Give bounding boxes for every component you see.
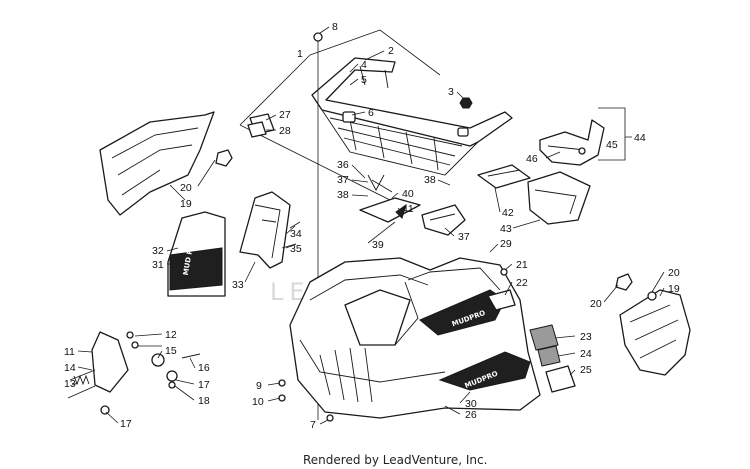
callout-28: 28 bbox=[279, 125, 291, 137]
callout-19b: 19 bbox=[668, 283, 680, 295]
callout-34: 34 bbox=[290, 228, 302, 240]
callout-46: 46 bbox=[526, 153, 538, 165]
callout-17: 17 bbox=[198, 379, 210, 391]
mounting-bracket bbox=[239, 191, 301, 269]
callout-14: 14 bbox=[64, 362, 76, 374]
left-side-panel bbox=[99, 111, 233, 216]
callout-11: 11 bbox=[64, 346, 75, 358]
callout-8: 8 bbox=[332, 21, 338, 33]
leader-lines bbox=[71, 26, 665, 425]
screw-7 bbox=[326, 414, 334, 422]
callout-31: 31 bbox=[152, 259, 164, 271]
callout-42: 42 bbox=[502, 207, 514, 219]
callout-39: 39 bbox=[372, 239, 384, 251]
callout-6: 6 bbox=[368, 107, 374, 119]
callout-20: 20 bbox=[180, 182, 192, 194]
front-rack bbox=[311, 57, 513, 176]
callout-19: 19 bbox=[180, 198, 192, 210]
decal-27-28 bbox=[247, 113, 275, 138]
callout-22: 22 bbox=[516, 277, 528, 289]
callout-33: 33 bbox=[232, 279, 244, 291]
callout-17b: 17 bbox=[120, 418, 132, 430]
nut-3 bbox=[459, 97, 473, 109]
callout-45: 45 bbox=[606, 139, 618, 151]
callout-18: 18 bbox=[198, 395, 210, 407]
callout-3: 3 bbox=[448, 86, 454, 98]
callout-40: 40 bbox=[402, 188, 414, 200]
storage-tray bbox=[477, 164, 591, 225]
callout-4: 4 bbox=[361, 59, 367, 71]
callout-30: 30 bbox=[465, 398, 477, 410]
callout-24: 24 bbox=[580, 348, 592, 360]
nut-20-right bbox=[615, 273, 633, 291]
callout-44: 44 bbox=[634, 132, 646, 144]
light-assembly bbox=[67, 331, 201, 415]
callout-29: 29 bbox=[500, 238, 512, 250]
front-decal-panel: MUD PRO bbox=[167, 211, 226, 297]
decal-stack bbox=[529, 324, 576, 393]
callout-20b: 20 bbox=[668, 267, 680, 279]
bracket-assembly bbox=[359, 174, 466, 236]
callout-37b: 37 bbox=[458, 231, 470, 243]
callout-12: 12 bbox=[165, 329, 177, 341]
callout-2: 2 bbox=[388, 45, 394, 57]
callout-43: 43 bbox=[500, 223, 512, 235]
callout-38b: 38 bbox=[424, 174, 436, 186]
callout-7: 7 bbox=[310, 419, 316, 431]
callout-32: 32 bbox=[152, 245, 164, 257]
bolt-head bbox=[313, 32, 323, 42]
callout-labels: 8 1 2 4 5 3 6 27 28 44 45 46 20 19 36 37… bbox=[64, 21, 680, 431]
callout-23: 23 bbox=[580, 331, 592, 343]
callout-1: 1 bbox=[297, 48, 303, 60]
callout-37: 37 bbox=[337, 174, 349, 186]
callout-35: 35 bbox=[290, 243, 302, 255]
callout-41: 41 bbox=[402, 203, 414, 215]
storage-cover bbox=[539, 119, 605, 166]
callout-25: 25 bbox=[580, 364, 592, 376]
footer-credit: Rendered by LeadVenture, Inc. bbox=[303, 453, 487, 467]
callout-9: 9 bbox=[256, 380, 262, 392]
callout-26: 26 bbox=[465, 409, 477, 421]
screw-21 bbox=[500, 268, 508, 276]
callout-21: 21 bbox=[516, 259, 528, 271]
callout-38: 38 bbox=[337, 189, 349, 201]
callout-36: 36 bbox=[337, 159, 349, 171]
nut-20 bbox=[215, 149, 233, 167]
callout-10: 10 bbox=[252, 396, 264, 408]
callout-27: 27 bbox=[279, 109, 291, 121]
callout-15: 15 bbox=[165, 345, 177, 357]
callout-5: 5 bbox=[361, 74, 367, 86]
front-fender: MUDPRO MUDPRO bbox=[289, 257, 541, 419]
right-side-panel bbox=[615, 273, 691, 376]
callout-16: 16 bbox=[198, 362, 210, 374]
callout-13: 13 bbox=[64, 378, 76, 390]
callout-20c: 20 bbox=[590, 298, 602, 310]
